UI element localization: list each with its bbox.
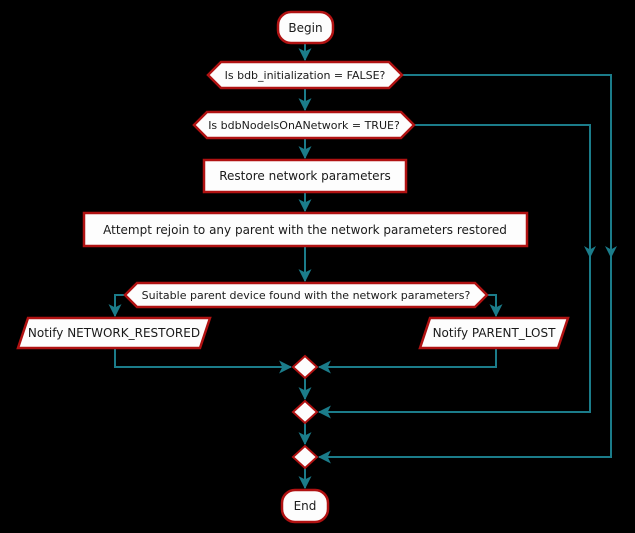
merge2-diamond (291, 399, 319, 425)
merge1-diamond (291, 354, 319, 380)
merge3-diamond (291, 444, 319, 470)
begin-node (276, 10, 335, 45)
attempt-rejoin-label: Attempt rejoin to any parent with the ne… (103, 223, 507, 237)
notify-parent-lost-label: Notify PARENT_LOST (433, 326, 557, 340)
decision-node-on-network-node (192, 110, 416, 140)
restore-params-label: Restore network parameters (219, 169, 391, 183)
decision-parent-found-node (123, 281, 489, 309)
end-node (280, 488, 330, 524)
decision-bdb-initialization-node (206, 60, 404, 90)
notify-network-restored-node (16, 316, 212, 350)
begin-label: Begin (288, 21, 322, 35)
notify-network-restored-label: Notify NETWORK_RESTORED (28, 326, 200, 340)
edge-decision3-no-branch (487, 294, 503, 318)
edge-decision1-bypass-to-merge3 (317, 74, 612, 464)
edge-lost-to-merge1 (317, 348, 497, 374)
edge-decision2-bypass-to-merge2 (317, 124, 591, 419)
decision-node-on-network-label: Is bdbNodeIsOnANetwork = TRUE? (208, 119, 400, 132)
decision-parent-found-label: Suitable parent device found with the ne… (142, 289, 471, 302)
mid-arrowhead-inner-bypass (584, 246, 596, 258)
end-label: End (294, 499, 317, 513)
notify-parent-lost-node (418, 316, 570, 350)
mid-arrowhead-outer-bypass (605, 246, 617, 258)
decision-bdb-initialization-label: Is bdb_initialization = FALSE? (225, 69, 386, 82)
restore-params-node (202, 158, 408, 194)
edge-restored-to-merge1 (114, 348, 293, 374)
edge-decision3-yes-branch (108, 294, 125, 318)
attempt-rejoin-node (82, 211, 529, 248)
